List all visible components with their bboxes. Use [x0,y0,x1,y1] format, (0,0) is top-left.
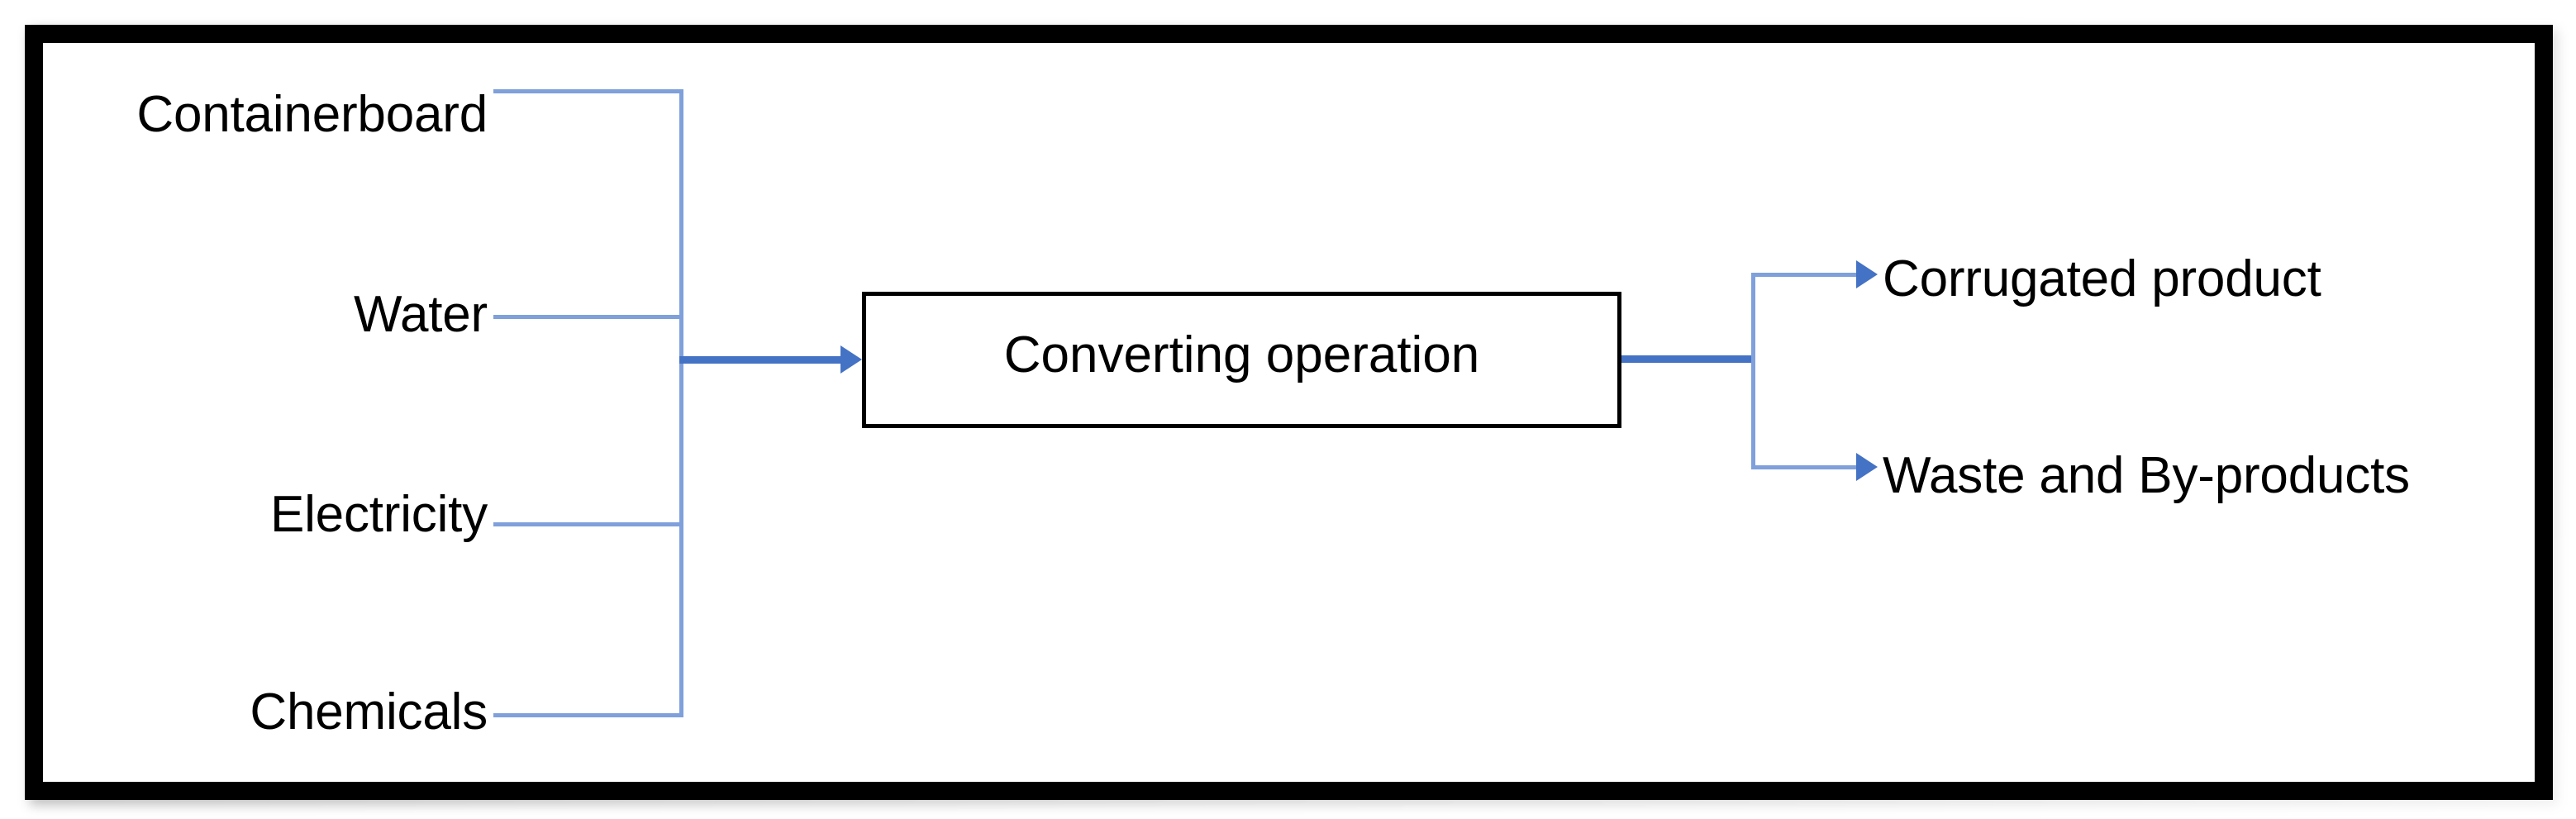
output-label-waste-by-products: Waste and By-products [1883,447,2410,504]
input-label-chemicals: Chemicals [250,683,488,740]
waste-by-products-arrowhead-icon [1856,453,1878,481]
connector-line-electricity [493,522,683,526]
connector-line-water [493,315,683,319]
process-box-label: Converting operation [1003,326,1480,383]
output-label-corrugated-product: Corrugated product [1883,250,2321,307]
connector-line-containerboard [493,89,683,93]
connector-line-corrugated-product [1751,273,1859,277]
input-label-water: Water [353,286,488,343]
process-outflow-line [1621,355,1755,363]
process-box-converting-operation: Converting operation [862,292,1621,428]
input-manifold-bus [679,89,683,717]
input-label-electricity: Electricity [269,486,488,543]
output-splitter-bus [1751,273,1755,469]
process-inflow-arrowhead-icon [840,345,862,374]
connector-line-chemicals [493,713,683,717]
connector-line-waste-by-products [1751,465,1859,469]
process-inflow-line [679,356,846,364]
corrugated-product-arrowhead-icon [1856,260,1878,288]
input-label-containerboard: Containerboard [136,86,488,143]
